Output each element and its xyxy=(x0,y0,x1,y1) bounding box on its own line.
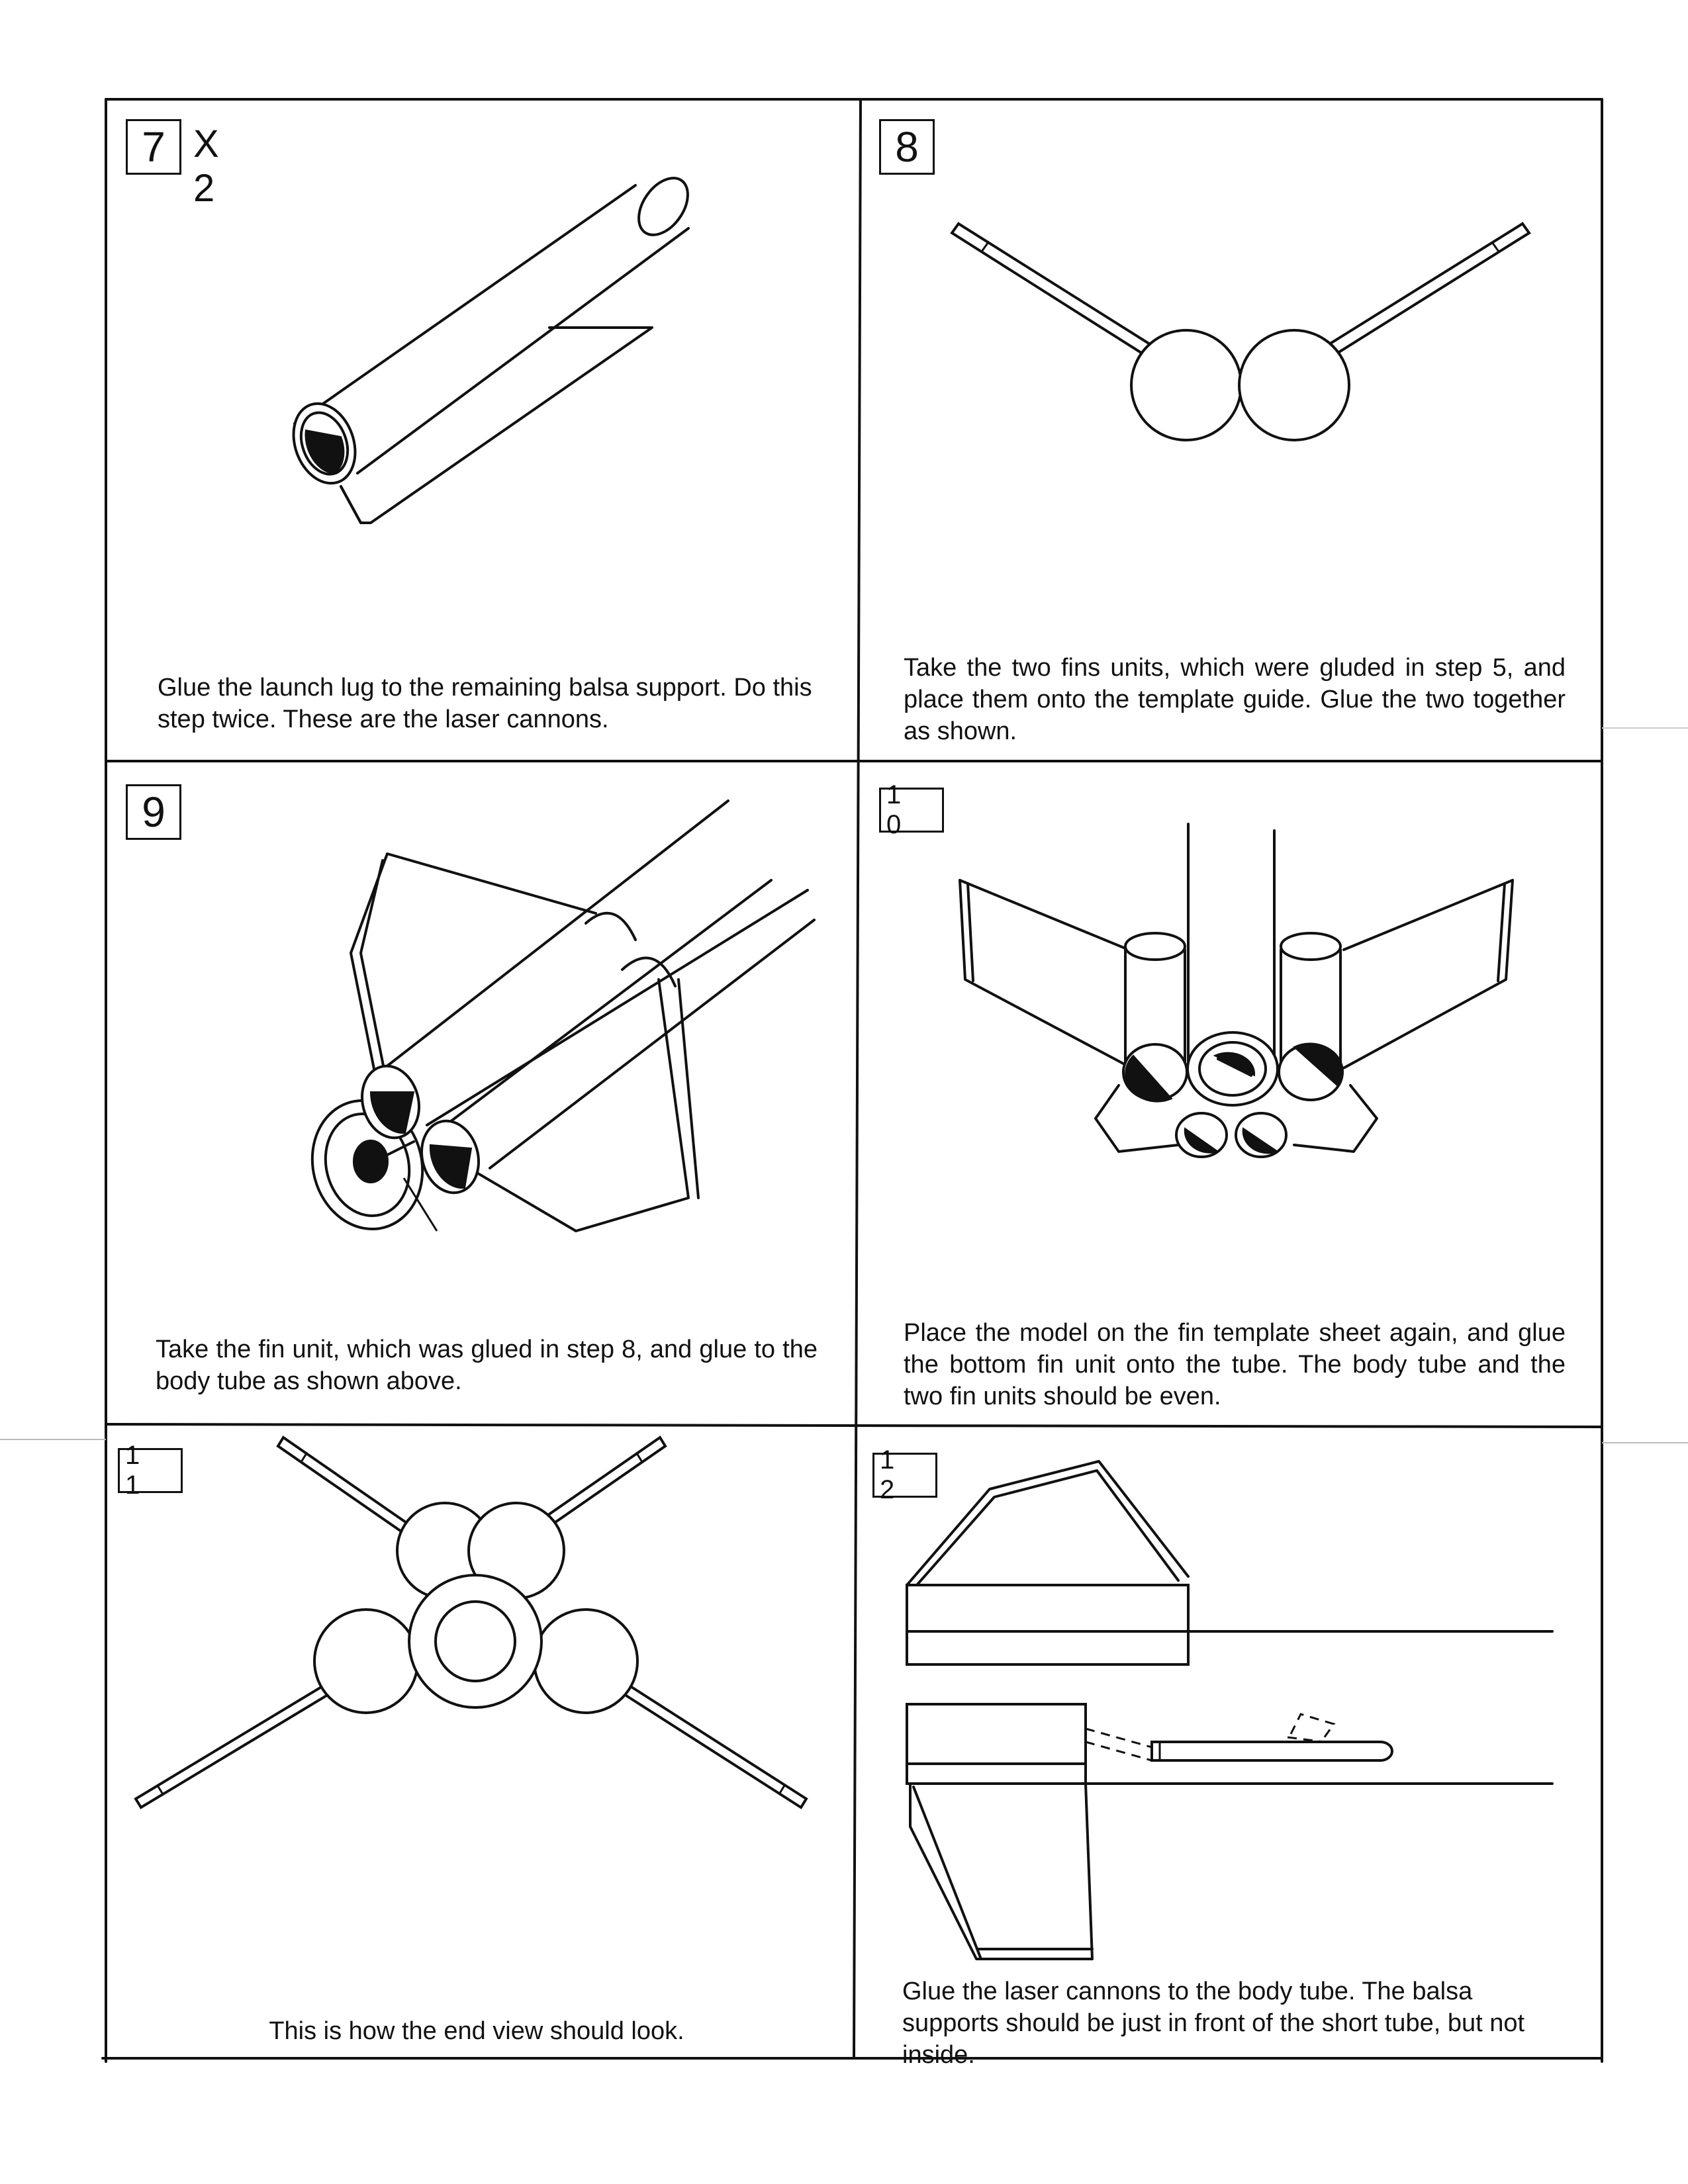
step-number-badge: 9 xyxy=(126,784,181,840)
step-number-badge: 7 xyxy=(126,119,181,175)
step-caption: Take the two fins units, which were glud… xyxy=(904,654,1566,745)
step-caption: This is how the end view should look. xyxy=(269,2017,684,2045)
step-caption: Glue the launch lug to the remaining bal… xyxy=(158,674,812,733)
step-number-badge: 1 0 xyxy=(879,780,944,839)
step-caption: Glue the laser cannons to the body tube.… xyxy=(902,1978,1525,2069)
grid-border xyxy=(101,98,1603,2063)
step-number-badge: 8 xyxy=(879,119,935,175)
step-number-badge: 1 2 xyxy=(872,1445,937,1504)
step-caption: Place the model on the fin template shee… xyxy=(904,1319,1566,1410)
step-number-badge: 1 1 xyxy=(118,1441,183,1500)
step-multiplier: X 2 xyxy=(193,122,222,210)
step-caption: Take the fin unit, which was glued in st… xyxy=(156,1336,818,1395)
